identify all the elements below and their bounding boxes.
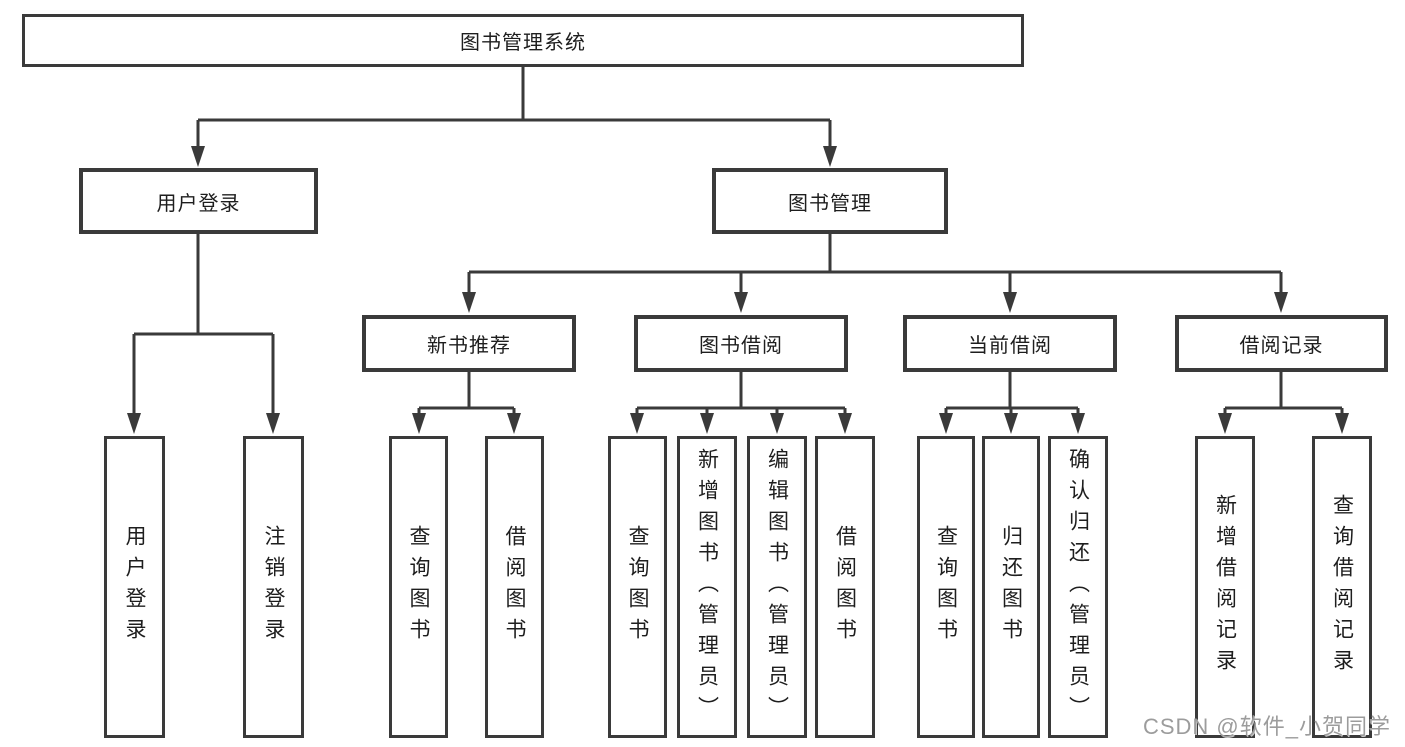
leaf-query-books-current: 查询图书 bbox=[917, 436, 975, 738]
node-current-borrowing: 当前借阅 bbox=[903, 315, 1117, 372]
node-label: 编辑图书（管理员） bbox=[765, 447, 789, 727]
node-label: 借阅图书 bbox=[503, 525, 526, 649]
node-user-login: 用户登录 bbox=[79, 168, 318, 234]
leaf-borrow-books-recommend: 借阅图书 bbox=[485, 436, 544, 738]
node-label: 查询图书 bbox=[626, 525, 649, 649]
node-new-book-recommend: 新书推荐 bbox=[362, 315, 576, 372]
node-label: 借阅图书 bbox=[833, 525, 857, 649]
node-library-system: 图书管理系统 bbox=[22, 14, 1024, 67]
watermark: CSDN @软件_小贺同学 bbox=[1142, 714, 1391, 739]
node-label: 归还图书 bbox=[999, 525, 1023, 649]
node-label: 新增借阅记录 bbox=[1213, 494, 1237, 680]
leaf-query-books-recommend: 查询图书 bbox=[389, 436, 448, 738]
node-label: 新增图书（管理员） bbox=[695, 447, 719, 727]
leaf-query-books-borrowing: 查询图书 bbox=[608, 436, 667, 738]
leaf-add-books-admin: 新增图书（管理员） bbox=[677, 436, 737, 738]
leaf-logout: 注销登录 bbox=[243, 436, 304, 738]
node-book-management: 图书管理 bbox=[712, 168, 948, 234]
node-label: 借阅记录 bbox=[1239, 335, 1324, 357]
node-borrowing-records: 借阅记录 bbox=[1175, 315, 1388, 372]
leaf-confirm-return-admin: 确认归还（管理员） bbox=[1048, 436, 1108, 738]
node-label: 确认归还（管理员） bbox=[1066, 447, 1090, 727]
node-label: 当前借阅 bbox=[968, 335, 1052, 357]
leaf-query-borrow-record: 查询借阅记录 bbox=[1312, 436, 1372, 738]
leaf-edit-books-admin: 编辑图书（管理员） bbox=[747, 436, 807, 738]
node-label: 注销登录 bbox=[262, 525, 285, 649]
leaf-borrow-books: 借阅图书 bbox=[815, 436, 875, 738]
node-book-borrowing: 图书借阅 bbox=[634, 315, 848, 372]
leaf-add-borrow-record: 新增借阅记录 bbox=[1195, 436, 1255, 738]
node-label: 图书借阅 bbox=[699, 335, 783, 357]
node-label: 新书推荐 bbox=[427, 335, 511, 357]
node-label: 查询图书 bbox=[407, 525, 430, 649]
node-label: 图书管理系统 bbox=[460, 32, 586, 54]
node-label: 查询图书 bbox=[934, 525, 958, 649]
node-label: 用户登录 bbox=[123, 525, 146, 649]
node-label: 查询借阅记录 bbox=[1330, 494, 1354, 680]
leaf-return-books: 归还图书 bbox=[982, 436, 1040, 738]
leaf-user-login: 用户登录 bbox=[104, 436, 165, 738]
node-label: 用户登录 bbox=[156, 192, 241, 215]
node-label: 图书管理 bbox=[788, 192, 872, 215]
